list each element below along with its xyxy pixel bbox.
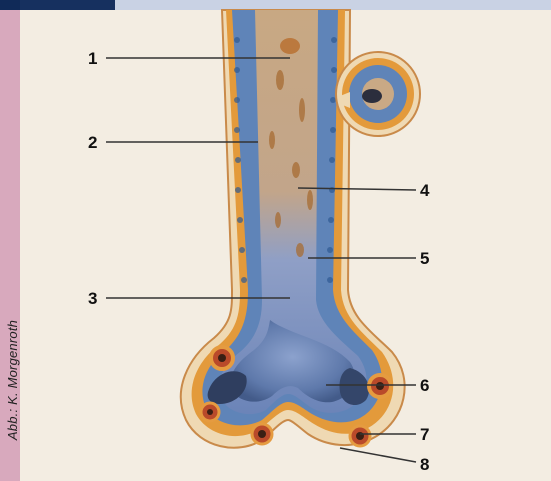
label-3: 3 bbox=[88, 289, 97, 308]
header-left-block bbox=[20, 0, 115, 10]
label-5: 5 bbox=[420, 249, 429, 268]
label-6: 6 bbox=[420, 376, 429, 395]
label-8: 8 bbox=[420, 455, 429, 474]
side-gland bbox=[336, 52, 420, 136]
label-4: 4 bbox=[420, 181, 430, 200]
image-credit: Abb.: K. Morgenroth bbox=[5, 310, 25, 450]
label-7: 7 bbox=[420, 425, 429, 444]
label-2: 2 bbox=[88, 133, 97, 152]
label-1: 1 bbox=[88, 49, 97, 68]
header-strip bbox=[115, 0, 551, 10]
